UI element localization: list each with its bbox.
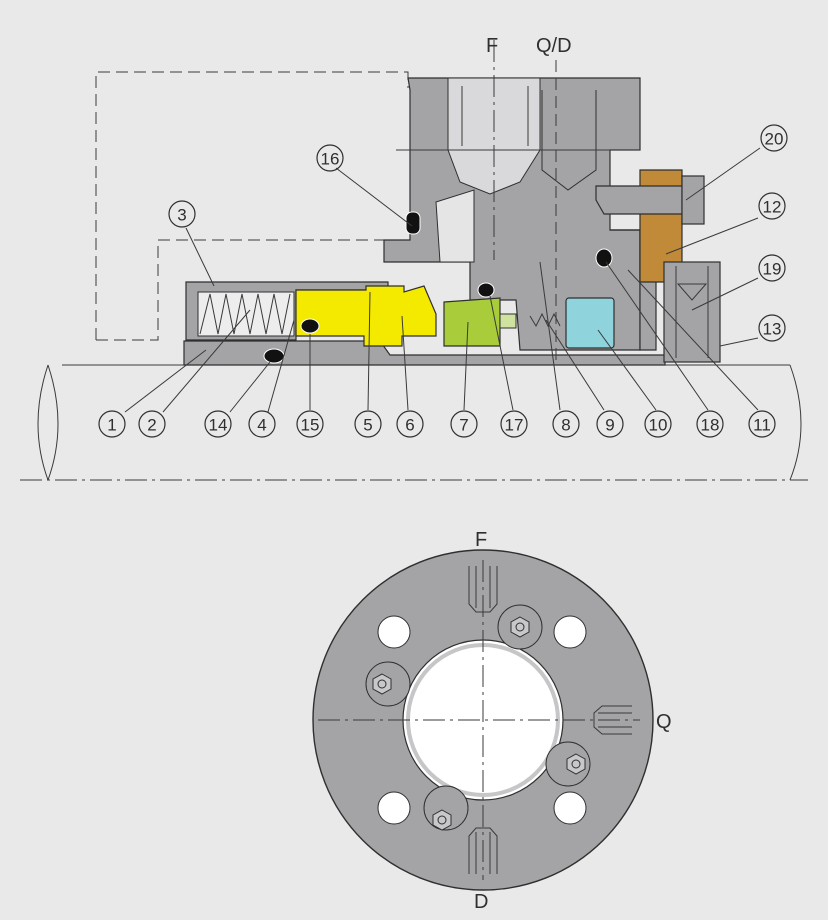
flush-passage — [435, 189, 475, 263]
end-view-label-d: D — [474, 891, 488, 913]
callout-16: 16 — [316, 144, 344, 172]
callout-12: 12 — [758, 192, 786, 220]
end-view: F Q D — [312, 529, 672, 913]
callout-19: 19 — [758, 254, 786, 282]
small-spring — [529, 312, 561, 328]
callout-6: 6 — [396, 410, 424, 438]
callout-5: 5 — [354, 410, 382, 438]
svg-text:1: 1 — [107, 416, 116, 435]
callout-11: 11 — [748, 410, 776, 438]
flush-bore — [447, 77, 541, 195]
o-ring-14 — [263, 348, 285, 364]
svg-text:19: 19 — [763, 260, 782, 279]
rotating-seal-face — [295, 285, 437, 347]
callout-10: 10 — [644, 410, 672, 438]
svg-text:2: 2 — [147, 416, 156, 435]
end-view-label-q: Q — [656, 711, 672, 733]
callout-8: 8 — [552, 410, 580, 438]
bolt-hole — [553, 791, 587, 825]
svg-text:4: 4 — [257, 416, 266, 435]
o-ring-16 — [405, 211, 421, 235]
quench-bore — [541, 90, 597, 191]
o-ring-15 — [300, 318, 320, 334]
centering-clip — [545, 741, 591, 787]
end-view-label-f: F — [475, 529, 487, 551]
svg-text:16: 16 — [321, 150, 340, 169]
stationary-seat — [565, 297, 615, 349]
centering-clip — [423, 785, 469, 831]
svg-text:6: 6 — [405, 416, 414, 435]
svg-text:5: 5 — [363, 416, 372, 435]
callout-18: 18 — [696, 410, 724, 438]
svg-text:17: 17 — [505, 416, 524, 435]
centering-clips — [365, 604, 591, 831]
section-view: F Q/D 1 2 14 4 — [20, 35, 808, 481]
callout-1: 1 — [98, 410, 126, 438]
svg-text:8: 8 — [561, 416, 570, 435]
callout-4: 4 — [248, 410, 276, 438]
svg-text:18: 18 — [701, 416, 720, 435]
centering-clip — [497, 604, 543, 650]
callout-15: 15 — [296, 410, 324, 438]
callout-13: 13 — [758, 314, 786, 342]
port-label-flush: F — [486, 35, 498, 57]
callout-3: 3 — [168, 200, 196, 228]
svg-text:15: 15 — [301, 416, 320, 435]
svg-text:11: 11 — [753, 416, 771, 435]
svg-text:14: 14 — [209, 416, 228, 435]
bolt-hole — [377, 615, 411, 649]
port-label-quench-drain: Q/D — [536, 35, 572, 57]
callout-14: 14 — [204, 410, 232, 438]
svg-text:3: 3 — [177, 206, 186, 225]
o-rings — [263, 211, 613, 364]
bolt-hole — [553, 615, 587, 649]
o-ring-18 — [595, 248, 613, 268]
callout-20: 20 — [760, 124, 788, 152]
callout-17: 17 — [500, 410, 528, 438]
centering-clip — [365, 661, 411, 707]
set-collar — [663, 261, 721, 363]
o-ring-17 — [477, 282, 495, 298]
svg-text:13: 13 — [763, 320, 782, 339]
pin — [499, 313, 517, 329]
bolt-holes — [377, 615, 587, 825]
bolt-hole — [377, 791, 411, 825]
callout-2: 2 — [138, 410, 166, 438]
leader-lines — [124, 147, 761, 413]
callout-9: 9 — [596, 410, 624, 438]
callout-7: 7 — [450, 410, 478, 438]
svg-text:12: 12 — [763, 198, 782, 217]
svg-text:9: 9 — [605, 416, 614, 435]
svg-text:20: 20 — [765, 130, 784, 149]
svg-text:7: 7 — [459, 416, 468, 435]
threaded-ports — [468, 566, 632, 874]
bolt — [595, 175, 705, 225]
svg-text:10: 10 — [649, 416, 668, 435]
